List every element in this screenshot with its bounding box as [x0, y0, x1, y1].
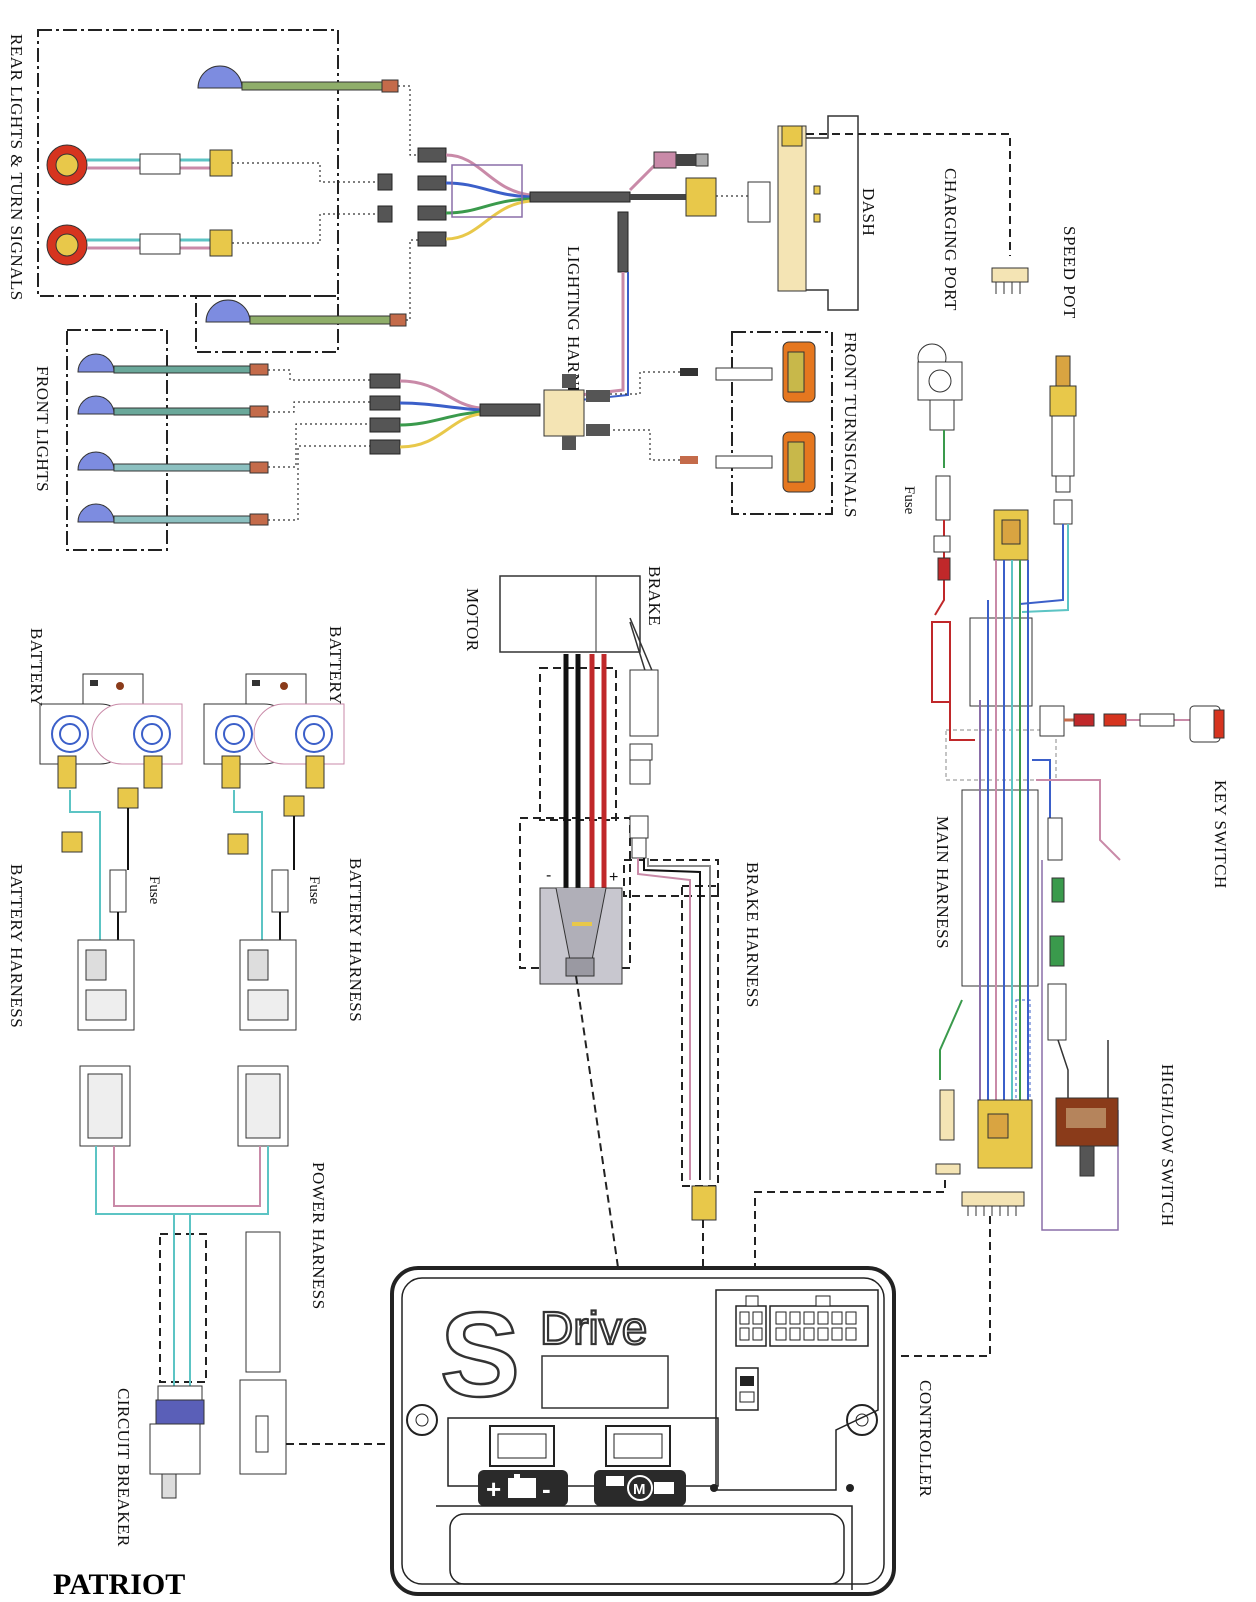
rear-lights-label: REAR LIGHTS & TURN SIGNALS [7, 34, 26, 301]
front-light-3 [77, 451, 269, 474]
battery-pack-1 [39, 673, 183, 1031]
rear-lights-group [37, 29, 420, 353]
lighting-harness [377, 147, 771, 401]
battery-1-label: BATTERY [27, 628, 46, 707]
speed-pot-label: SPEED POT [1060, 226, 1079, 319]
controller-label: CONTROLLER [916, 1380, 935, 1498]
key-switch-label: KEY SWITCH [1211, 780, 1230, 889]
power-harness [79, 1065, 500, 1499]
rear-turn-signal-2 [46, 224, 233, 266]
front-light-2 [77, 395, 269, 418]
front-lights-group [66, 329, 610, 551]
front-turnsignals-group [610, 331, 833, 515]
front-turnsignals-label: FRONT TURNSIGNALS [841, 332, 860, 518]
fuse-1-label: Fuse [146, 876, 162, 905]
brake-label: BRAKE [645, 566, 664, 626]
brake-harness-label: BRAKE HARNESS [743, 862, 762, 1008]
fuse-2-label: Fuse [306, 876, 322, 905]
battery-harness-1-label: BATTERY HARNESS [7, 864, 26, 1028]
speed-pot [1019, 355, 1077, 613]
motor-brake: - + [499, 575, 736, 1421]
motor-symbol: M [633, 1481, 646, 1498]
front-light-1 [77, 353, 269, 376]
main-harness [754, 267, 1225, 1357]
battery-plus-symbol: + [486, 1474, 501, 1504]
dash [777, 115, 1011, 311]
main-harness-label: MAIN HARNESS [933, 816, 952, 949]
high-low-switch-label: HIGH/LOW SWITCH [1158, 1064, 1177, 1227]
circuit-breaker-label: CIRCUIT BREAKER [114, 1388, 133, 1547]
svg-text:-: - [546, 867, 551, 884]
battery-harness-2-label: BATTERY HARNESS [346, 858, 365, 1022]
rear-light-top [197, 65, 399, 93]
battery-pack-2 [203, 673, 345, 1031]
charging-port [917, 343, 963, 703]
battery-2-label: BATTERY [326, 626, 345, 705]
rear-turn-signal-1 [46, 144, 233, 186]
power-harness-label: POWER HARNESS [309, 1162, 328, 1310]
motor-label: MOTOR [463, 588, 482, 652]
controller-s-logo: S [440, 1288, 520, 1422]
dash-label: DASH [859, 188, 878, 236]
diagram-title: PATRIOT [53, 1568, 186, 1601]
svg-text:+: + [609, 869, 618, 886]
controller-brand-label: Drive [540, 1302, 647, 1354]
battery-minus-symbol: - [542, 1474, 551, 1504]
rear-light-bottom [205, 299, 407, 327]
charging-port-label: CHARGING PORT [941, 168, 960, 311]
controller: S Drive + - [390, 1266, 896, 1596]
front-light-4 [77, 503, 269, 526]
front-lights-label: FRONT LIGHTS [33, 366, 52, 492]
fuse-right-label: Fuse [901, 486, 917, 515]
